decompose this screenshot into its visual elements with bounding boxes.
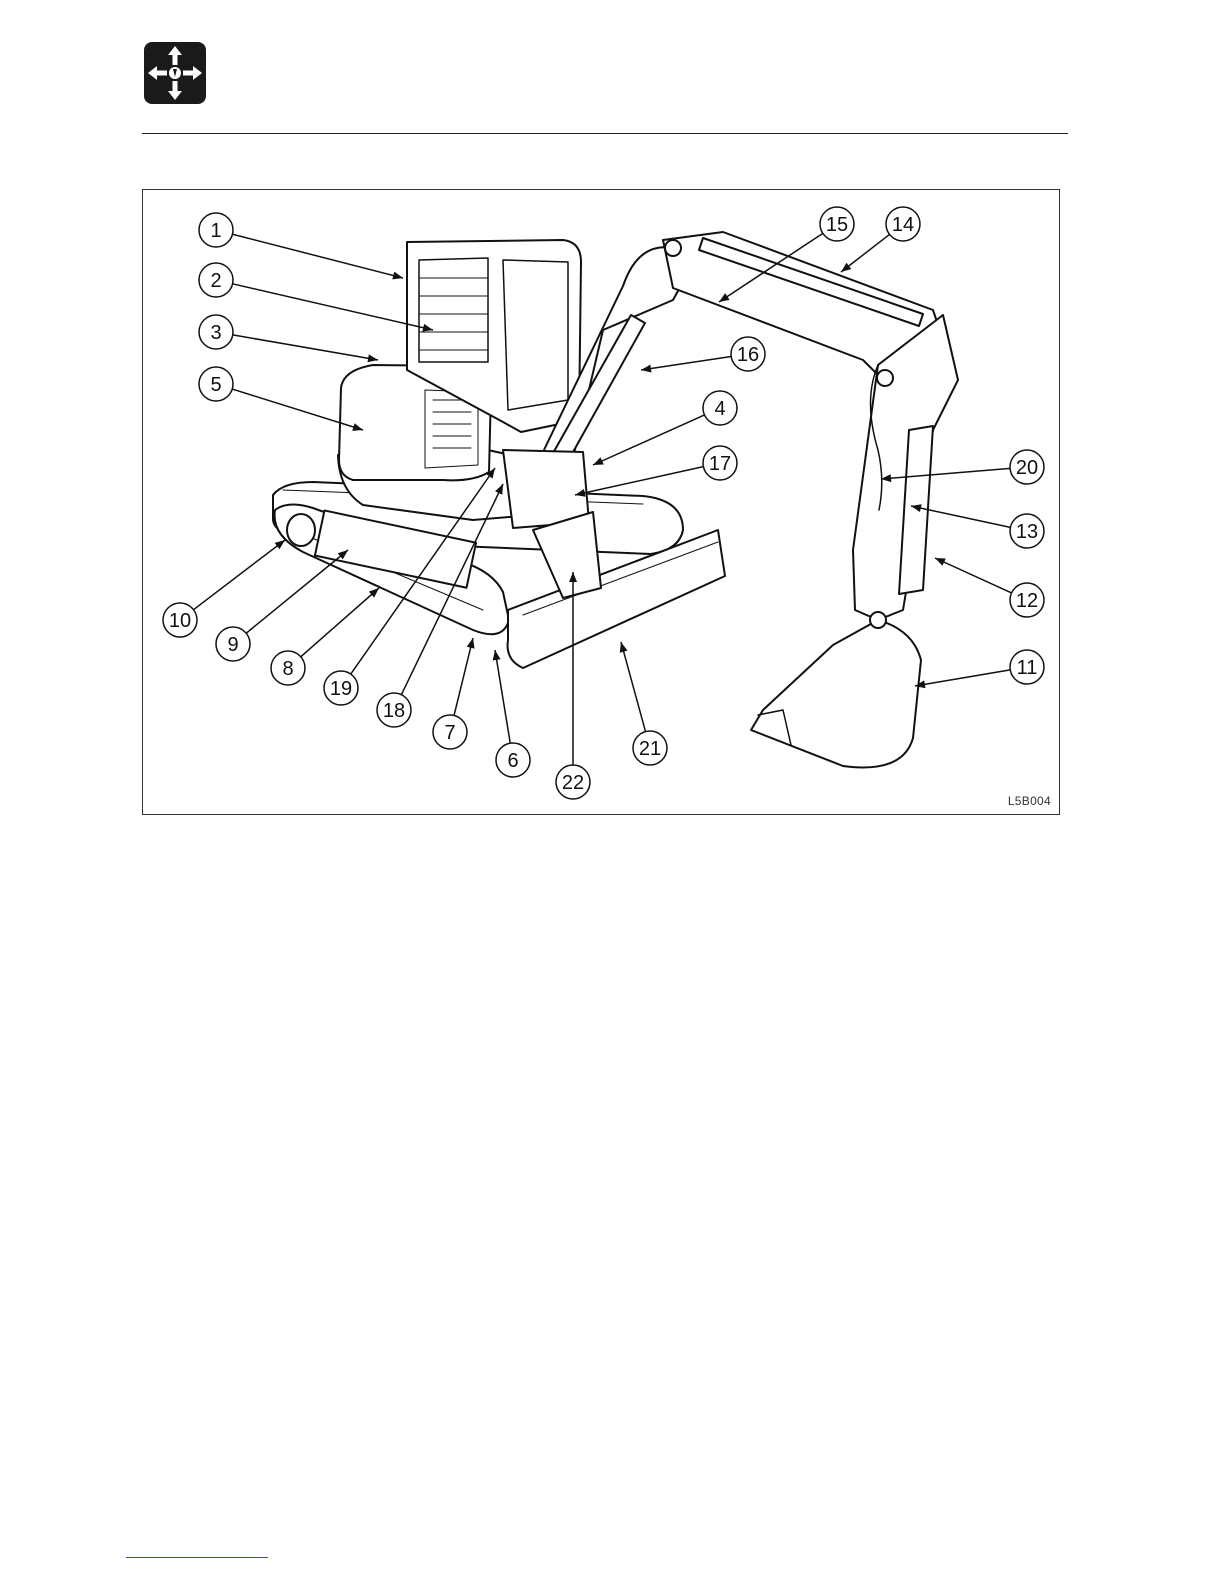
callout-number: 15 bbox=[826, 214, 848, 236]
callout-arrowhead bbox=[593, 457, 604, 465]
callout-leader bbox=[593, 415, 704, 465]
callout-number: 8 bbox=[282, 658, 293, 680]
callout-arrowhead bbox=[620, 642, 628, 653]
callout-leader bbox=[935, 558, 1012, 593]
callout-leader bbox=[495, 650, 510, 743]
callout-number: 10 bbox=[169, 610, 191, 632]
idler-wheel bbox=[287, 514, 315, 546]
callout-6: 6 bbox=[493, 650, 530, 777]
bucket bbox=[751, 620, 921, 767]
callout-leader bbox=[233, 284, 433, 330]
callout-number: 14 bbox=[892, 214, 914, 236]
callout-5: 5 bbox=[199, 367, 363, 431]
callout-arrowhead bbox=[935, 558, 946, 566]
callout-number: 22 bbox=[562, 772, 584, 794]
callout-number: 11 bbox=[1017, 657, 1038, 679]
callout-number: 18 bbox=[383, 700, 405, 722]
callout-2: 2 bbox=[199, 263, 433, 332]
callout-17: 17 bbox=[575, 446, 737, 497]
header-divider bbox=[142, 133, 1068, 134]
callout-leader bbox=[232, 234, 403, 278]
callout-leader bbox=[301, 588, 379, 657]
callout-number: 4 bbox=[714, 398, 725, 420]
callout-arrowhead bbox=[493, 650, 501, 661]
callout-number: 20 bbox=[1016, 457, 1038, 479]
callout-number: 21 bbox=[639, 738, 661, 760]
callout-leader bbox=[915, 670, 1010, 686]
callout-leader bbox=[454, 638, 473, 715]
callout-7: 7 bbox=[433, 638, 475, 749]
callout-leader bbox=[233, 335, 378, 360]
callout-16: 16 bbox=[641, 337, 765, 372]
callout-leader bbox=[575, 467, 703, 495]
callout-arrowhead bbox=[841, 263, 851, 272]
callout-number: 5 bbox=[210, 374, 221, 396]
callout-13: 13 bbox=[911, 504, 1044, 548]
figure-code: L5B004 bbox=[1008, 794, 1051, 808]
callout-9: 9 bbox=[216, 550, 348, 661]
callout-number: 9 bbox=[227, 634, 238, 656]
callout-number: 16 bbox=[737, 344, 759, 366]
callout-leader bbox=[194, 540, 285, 610]
callout-number: 19 bbox=[330, 678, 352, 700]
callout-arrowhead bbox=[367, 354, 378, 362]
callout-number: 3 bbox=[210, 322, 221, 344]
callout-number: 12 bbox=[1016, 590, 1038, 612]
callout-number: 2 bbox=[210, 270, 221, 292]
callout-8: 8 bbox=[271, 588, 379, 685]
callout-12: 12 bbox=[935, 558, 1044, 617]
callout-arrowhead bbox=[275, 540, 285, 549]
callout-leader bbox=[641, 357, 731, 370]
callout-number: 13 bbox=[1016, 521, 1038, 543]
callout-leader bbox=[246, 550, 348, 633]
callout-3: 3 bbox=[199, 315, 378, 362]
callout-11: 11 bbox=[915, 650, 1044, 688]
four-way-arrows-icon bbox=[144, 42, 206, 104]
callout-number: 7 bbox=[444, 722, 455, 744]
callout-21: 21 bbox=[620, 642, 667, 765]
callout-arrowhead bbox=[641, 365, 651, 373]
footer-link-underline bbox=[126, 1557, 268, 1558]
callout-10: 10 bbox=[163, 540, 285, 637]
callout-number: 6 bbox=[507, 750, 518, 772]
callout-leader bbox=[621, 642, 646, 732]
callout-number: 1 bbox=[210, 220, 221, 242]
callout-number: 17 bbox=[709, 453, 731, 475]
